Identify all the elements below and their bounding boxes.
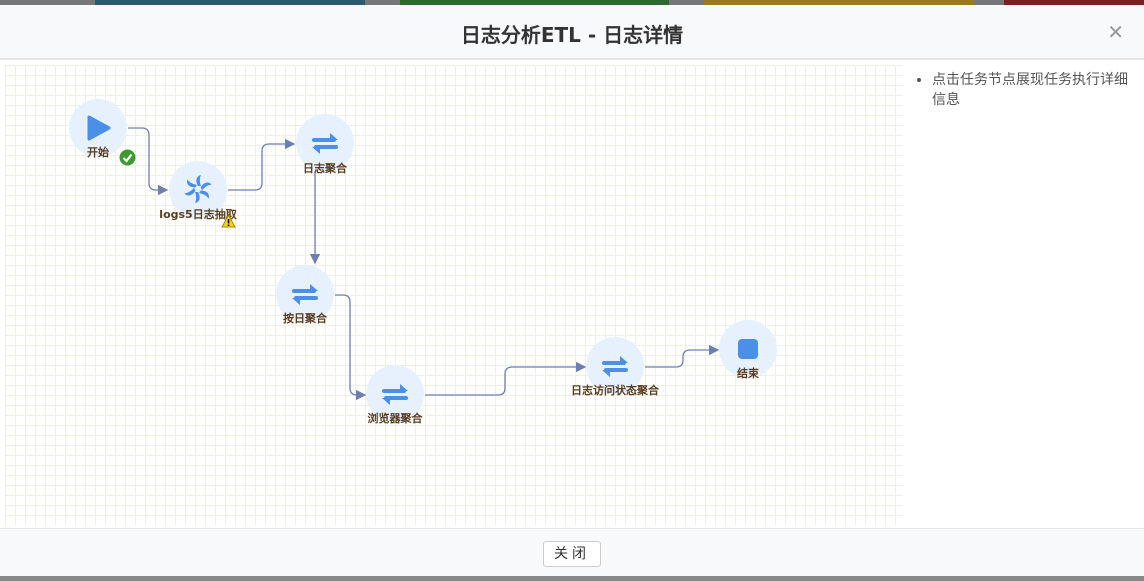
success-check-icon <box>119 149 136 166</box>
dialog-title: 日志分析ETL - 日志详情 <box>460 23 684 47</box>
flow-canvas <box>5 65 903 525</box>
play-icon <box>87 115 111 141</box>
flow-node-rizhi-juhe[interactable] <box>296 114 354 172</box>
warning-icon <box>221 214 236 228</box>
close-icon[interactable]: ✕ <box>1107 22 1124 44</box>
flow-node-label: 按日聚合 <box>283 312 327 325</box>
flow-node-end[interactable] <box>719 320 777 378</box>
flow-node-label: 日志聚合 <box>303 162 347 175</box>
edge-anri-browser <box>335 294 367 401</box>
flow-node-logs5[interactable] <box>169 161 227 219</box>
swap-arrows-icon <box>312 133 338 154</box>
flow-node-label: 日志访问状态聚合 <box>571 384 659 397</box>
info-panel: 点击任务节点展现任务执行详细信息 <box>910 70 1138 110</box>
stop-icon <box>738 339 758 359</box>
dialog-footer: 关闭 <box>0 528 1144 577</box>
swap-arrows-icon <box>382 384 408 405</box>
background-strip-bottom <box>0 576 1144 581</box>
flow-node-status-juhe[interactable] <box>586 337 644 395</box>
flow-node-label: 开始 <box>87 146 109 159</box>
info-hint: 点击任务节点展现任务执行详细信息 <box>932 70 1138 110</box>
edge-logs5-rizhi <box>228 138 296 191</box>
edge-status-end <box>645 344 720 368</box>
edge-start-logs5 <box>128 127 169 196</box>
swap-arrows-icon <box>602 356 628 377</box>
flow-node-start[interactable] <box>69 99 127 157</box>
flow-node-browser-juhe[interactable] <box>366 365 424 423</box>
pinwheel-icon <box>184 175 212 203</box>
swap-arrows-icon <box>292 284 318 305</box>
edge-browser-status <box>425 361 587 396</box>
flow-node-label: 浏览器聚合 <box>367 412 423 425</box>
background-strip <box>0 0 1144 5</box>
flow-node-label: 结束 <box>737 367 759 380</box>
flow-node-label: logs5日志抽取 <box>159 208 237 221</box>
flow-node-anri-juhe[interactable] <box>276 265 334 323</box>
dialog-header: 日志分析ETL - 日志详情 ✕ <box>0 5 1144 60</box>
close-button[interactable]: 关闭 <box>543 541 601 567</box>
